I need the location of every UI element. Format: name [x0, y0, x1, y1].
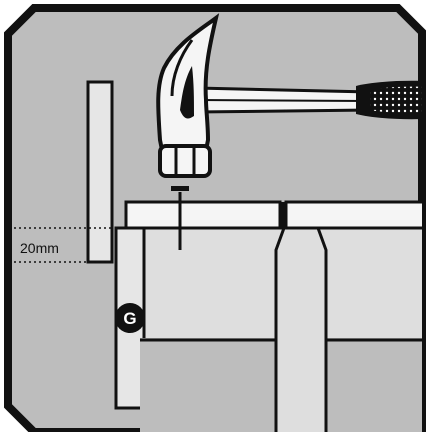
vertical-stud	[274, 226, 328, 432]
hammer-icon	[156, 13, 422, 178]
marker-label: G	[123, 309, 136, 328]
top-board-left	[124, 200, 282, 230]
measurement-label: 20mm	[20, 240, 59, 256]
nail-icon	[171, 186, 189, 250]
marker-g: G	[115, 303, 145, 333]
vertical-batten-upper	[86, 80, 114, 264]
top-board-right	[284, 200, 422, 230]
